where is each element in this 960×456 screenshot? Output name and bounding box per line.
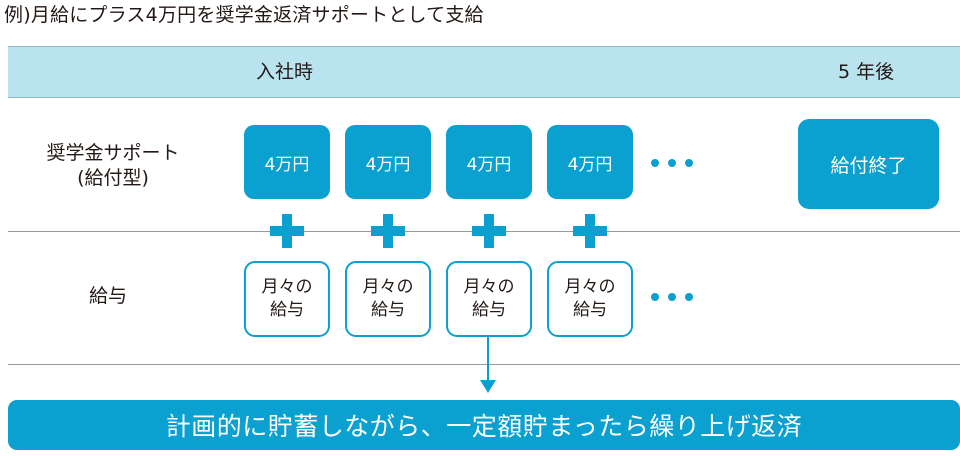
timeline-header <box>8 46 960 98</box>
dot <box>668 159 676 167</box>
salary-box-2: 月々の給与 <box>345 261 431 337</box>
salary-box-3: 月々の給与 <box>446 261 532 337</box>
header-start-label: 入社時 <box>256 61 314 83</box>
dot <box>651 293 659 301</box>
support-end-box: 給付終了 <box>798 119 939 209</box>
salary-continuation-dots <box>651 293 693 303</box>
support-amount-box-4: 4万円 <box>547 125 633 199</box>
dot <box>685 293 693 301</box>
row-divider-2 <box>8 364 960 365</box>
result-banner: 計画的に貯蓄しながら、一定額貯まったら繰り上げ返済 <box>8 400 960 450</box>
dot <box>668 293 676 301</box>
support-row-label: 奨学金サポート (給付型) <box>46 142 180 189</box>
support-continuation-dots <box>651 159 693 169</box>
plus-icon <box>573 214 607 248</box>
salary-box-1: 月々の給与 <box>244 261 330 337</box>
support-amount-box-2: 4万円 <box>345 125 431 199</box>
dot <box>651 159 659 167</box>
plus-icon <box>472 214 506 248</box>
plus-icon <box>270 214 304 248</box>
support-amount-box-1: 4万円 <box>244 125 330 199</box>
plus-icon <box>371 214 405 248</box>
header-end-label: 5 年後 <box>838 61 895 83</box>
diagram-title: 例)月給にプラス4万円を奨学金返済サポートとして支給 <box>4 4 484 26</box>
support-amount-box-3: 4万円 <box>446 125 532 199</box>
salary-box-4: 月々の給与 <box>547 261 633 337</box>
dot <box>685 159 693 167</box>
salary-row-label: 給与 <box>88 285 127 307</box>
arrow-down-icon <box>480 335 496 393</box>
